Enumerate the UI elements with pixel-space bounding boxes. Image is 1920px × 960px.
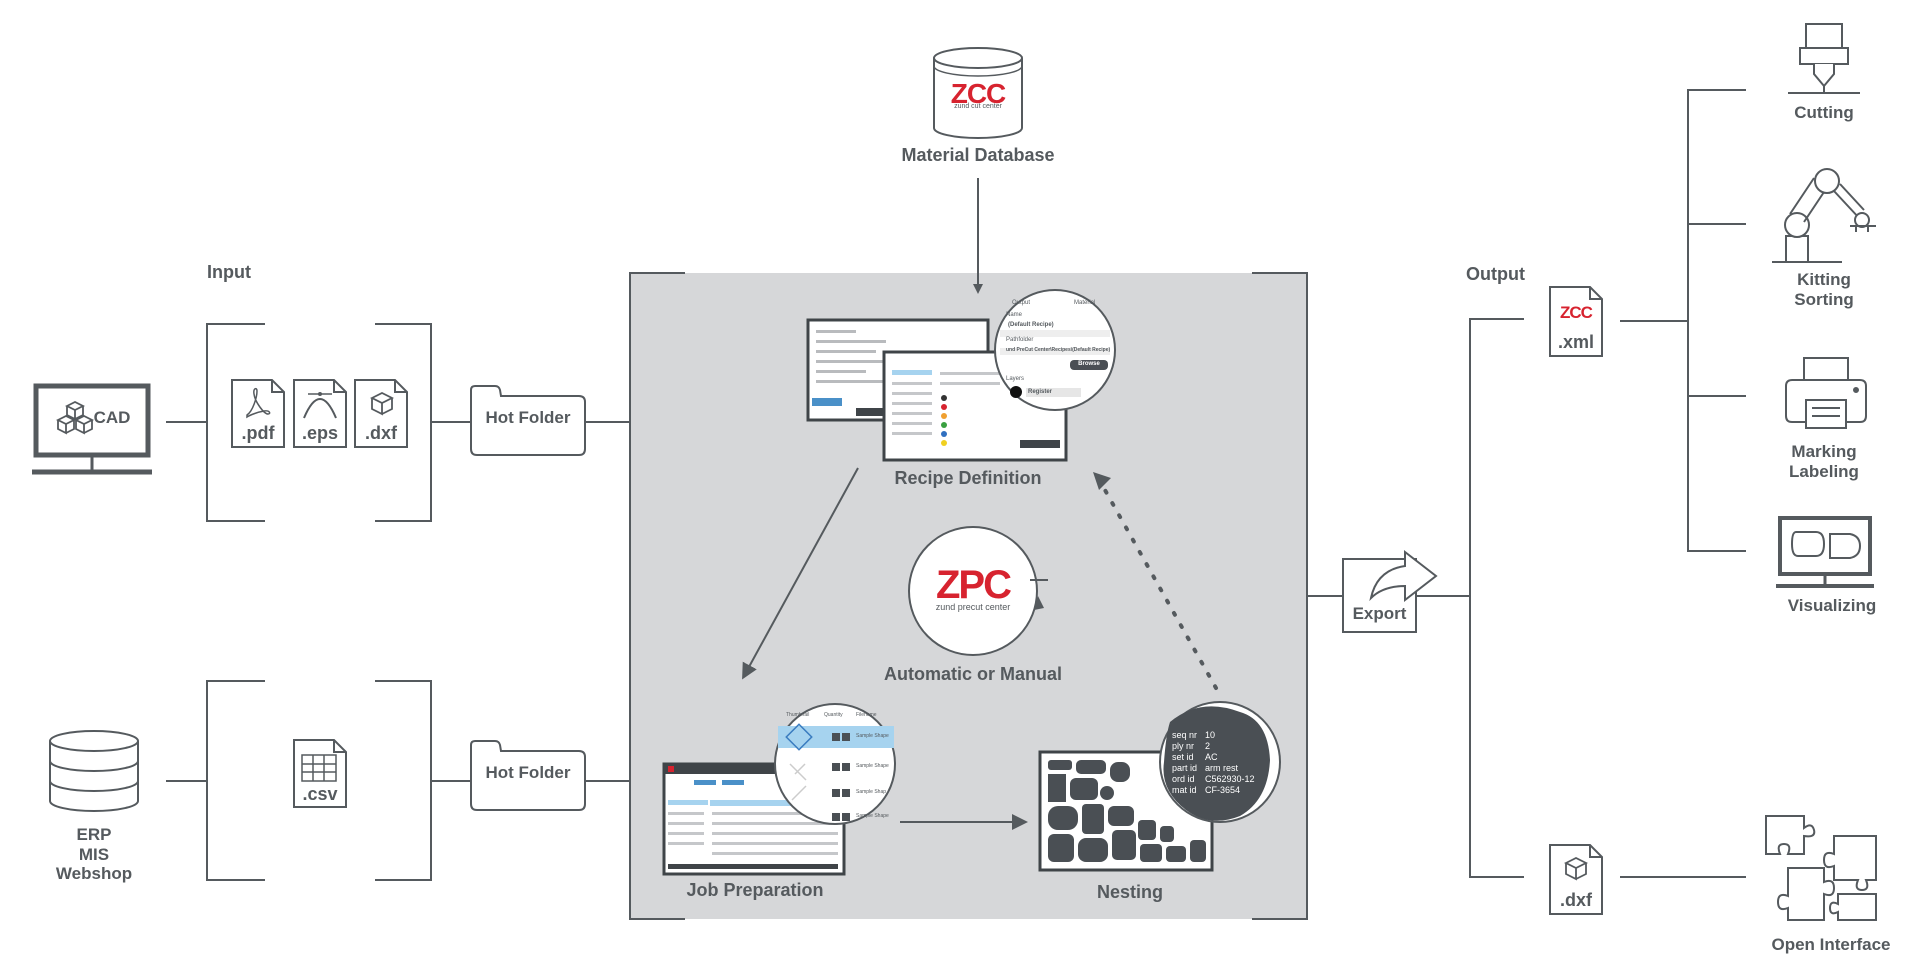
export-box (1342, 549, 1438, 633)
sorting-line: Sorting (1794, 289, 1854, 309)
hot-folder-top-label: Hot Folder (485, 408, 571, 427)
nesting-preview (1038, 750, 1214, 872)
puzzle-icon (1765, 815, 1877, 921)
detail-value: arm rest (1205, 763, 1239, 773)
cad-monitor-icon (32, 383, 152, 475)
detail-value: CF-3654 (1205, 785, 1241, 795)
detail-key: mat id (1172, 785, 1197, 795)
xml-file-icon (1549, 286, 1603, 357)
job-col-thumbnail: Thumbnail (786, 712, 810, 718)
export-label: Export (1352, 604, 1407, 623)
csv-file-icon (293, 739, 347, 808)
nesting-detail-row: part id arm rest (1172, 763, 1255, 774)
job-preparation-label: Job Preparation (686, 880, 824, 900)
recipe-definition-label: Recipe Definition (894, 468, 1042, 488)
kitting-line: Kitting (1797, 270, 1851, 289)
nesting-detail-row: set id AC (1172, 752, 1255, 763)
recipe-zoom-circle (994, 289, 1116, 411)
pdf-label: .pdf (241, 423, 275, 443)
erp-database-icon (49, 730, 139, 812)
job-row-2: Sample Shape (856, 763, 889, 769)
recipe-name-label: Name (1006, 312, 1023, 318)
zpc-logo-text: ZPC (936, 563, 1012, 607)
job-col-filename: Filename (856, 712, 877, 718)
detail-value: 2 (1205, 741, 1211, 751)
csv-label: .csv (302, 784, 338, 804)
printer-icon (1785, 357, 1867, 429)
recipe-browse-button: Browse (1078, 361, 1100, 367)
dxf-output-label: .dxf (1559, 890, 1592, 910)
zcc-logo: ZCC (934, 78, 1022, 110)
detail-value: AC (1205, 752, 1218, 762)
job-col-quantity: Quantity (824, 712, 843, 718)
detail-value: C562930-12 (1205, 774, 1255, 784)
job-row-4: Sample Shape (856, 813, 889, 819)
output-heading: Output (1466, 264, 1525, 284)
visualizing-label: Visualizing (1787, 596, 1877, 615)
nesting-details: seq nr 10 ply nr 2 set id AC part id arm res… (1172, 730, 1255, 796)
cutting-head-icon (1788, 23, 1860, 94)
nesting-zoom-circle (1159, 701, 1281, 823)
job-zoom-circle (774, 703, 896, 825)
material-database-label: Material Database (901, 145, 1055, 165)
labeling-line: Labeling (1789, 461, 1859, 481)
mis-line: MIS (78, 844, 110, 864)
input-heading: Input (207, 262, 251, 282)
xml-label: .xml (1557, 332, 1595, 352)
recipe-layers-label: Layers (1006, 376, 1025, 382)
erp-line: ERP (76, 825, 112, 844)
zpc-logo-circle (908, 526, 1048, 656)
detail-key: set id (1172, 752, 1194, 762)
recipe-layer-name: Register (1028, 389, 1053, 395)
open-interface-label: Open Interface (1771, 935, 1891, 954)
marking-line: Marking (1791, 442, 1857, 461)
hot-folder-top-icon (470, 385, 586, 456)
hot-folder-bottom-icon (470, 740, 586, 811)
detail-key: ply nr (1172, 741, 1195, 751)
detail-key: ord id (1172, 774, 1195, 784)
automatic-or-manual-label: Automatic or Manual (883, 664, 1062, 684)
erp-label: ERP MIS Webshop (44, 825, 144, 884)
webshop-line: Webshop (55, 864, 133, 884)
dxf-file-icon (354, 379, 408, 448)
nesting-label: Nesting (1096, 882, 1163, 902)
pdf-file-icon (231, 379, 285, 448)
zpc-tagline: zund precut center (935, 602, 1011, 612)
eps-file-icon (293, 379, 347, 448)
marking-labeling-label: Marking Labeling (1764, 442, 1884, 481)
visualizing-monitor-icon (1776, 516, 1874, 588)
dxf-output-file-icon (1549, 844, 1603, 915)
xml-zcc-logo: ZCC (1560, 303, 1593, 322)
recipe-path-label: Pathfolder (1006, 337, 1034, 343)
nesting-detail-row: ord id C562930-12 (1172, 774, 1255, 785)
cutting-label: Cutting (1794, 103, 1854, 122)
nesting-detail-row: seq nr 10 (1172, 730, 1255, 741)
robot-arm-icon (1772, 168, 1876, 263)
recipe-tab-output: Output (1012, 300, 1031, 306)
eps-label: .eps (301, 423, 339, 443)
kitting-sorting-label: Kitting Sorting (1764, 270, 1884, 309)
recipe-name-value: (Default Recipe) (1008, 322, 1054, 328)
hot-folder-bottom-label: Hot Folder (485, 763, 571, 782)
zcc-logo-text: ZCC (950, 78, 1007, 109)
zpc-logo: ZPC (909, 562, 1037, 608)
cad-label: CAD (93, 408, 131, 427)
detail-value: 10 (1205, 730, 1216, 740)
recipe-tab-material: Material (1074, 300, 1096, 306)
job-row-1: Sample Shape (856, 733, 889, 739)
material-database-icon (933, 47, 1023, 139)
recipe-path-value: und PreCut Center\Recipes\(Default Recip… (1006, 347, 1111, 353)
detail-key: seq nr (1172, 730, 1198, 740)
detail-key: part id (1172, 763, 1198, 773)
job-row-3: Sample Shap (856, 789, 887, 795)
zcc-tagline: zund cut center (954, 103, 1002, 110)
nesting-detail-row: ply nr 2 (1172, 741, 1255, 752)
dxf-label: .dxf (364, 423, 397, 443)
nesting-detail-row: mat id CF-3654 (1172, 785, 1255, 796)
